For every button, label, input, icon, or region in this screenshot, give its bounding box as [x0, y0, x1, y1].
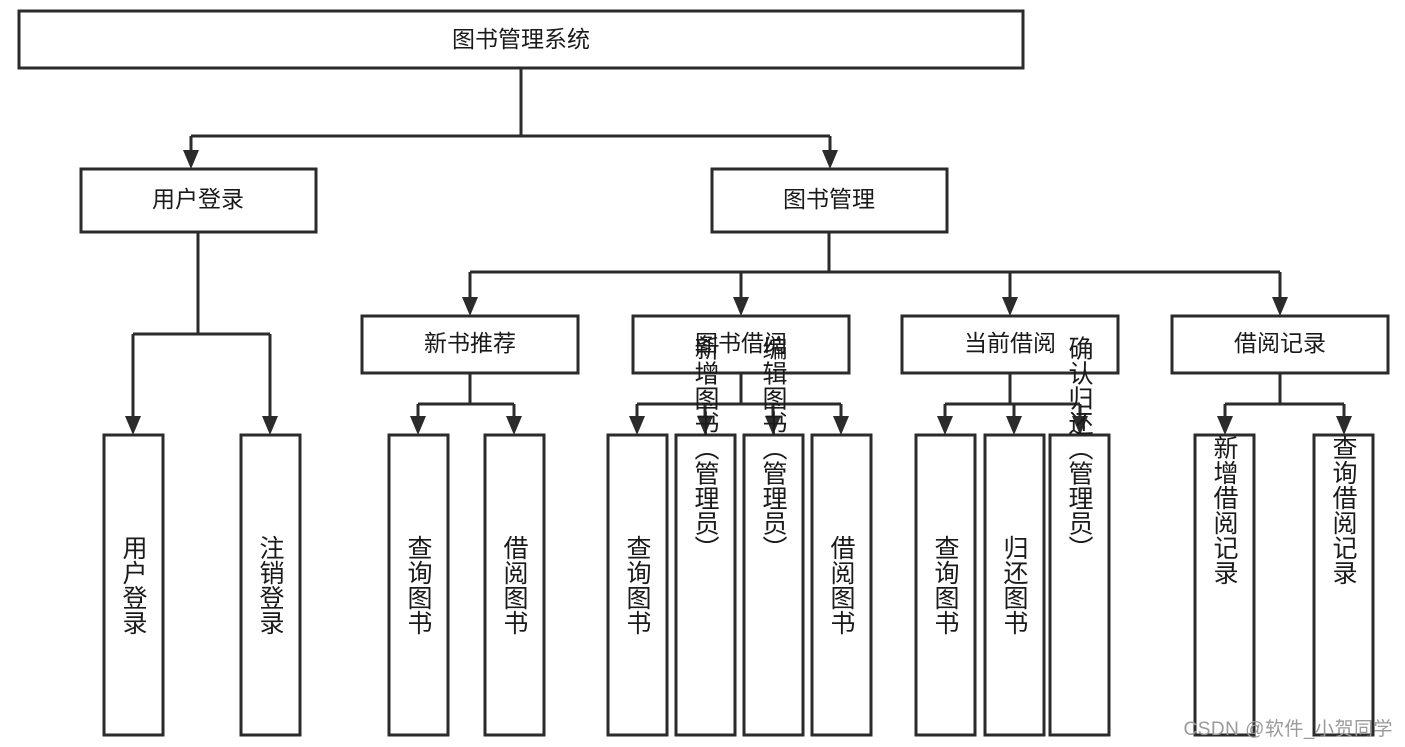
node-leaf-user-logout-label: 注销登录 [256, 535, 285, 635]
node-leaf-add-book-box[interactable] [674, 433, 737, 737]
node-book-borrow[interactable]: 图书借阅 [631, 314, 851, 375]
arrow-head-current-borrow [1002, 297, 1018, 316]
node-leaf-edit-book-box[interactable] [742, 433, 805, 737]
node-leaf-return-book-box[interactable] [983, 433, 1046, 737]
arrow-head-book-borrow [733, 297, 749, 316]
node-leaf-query-book-3-box[interactable] [914, 433, 977, 737]
node-borrow-record-box[interactable] [1170, 314, 1390, 375]
node-leaf-add-record-label: 新增借阅记录 [1210, 435, 1239, 585]
node-leaf-query-record[interactable]: 查询借阅记录 [1312, 433, 1375, 737]
node-leaf-add-record-box[interactable] [1193, 433, 1256, 737]
node-leaf-confirm-return-label: 确认归还（管理员） [1065, 336, 1094, 561]
node-leaf-borrow-book-2-label: 借阅图书 [827, 535, 856, 635]
arrow-head-leaf-confirm-return [1072, 416, 1088, 435]
arrow-head-user-login [183, 150, 199, 169]
node-leaf-edit-book[interactable]: 编辑图书（管理员） [742, 336, 805, 737]
node-book-management-label: 图书管理 [783, 186, 875, 212]
node-root[interactable]: 图书管理系统 [17, 9, 1025, 70]
node-book-management-box[interactable] [710, 167, 949, 234]
node-user-login-label: 用户登录 [152, 186, 244, 212]
node-book-borrow-box[interactable] [631, 314, 851, 375]
arrow-head-leaf-return-book [1006, 416, 1022, 435]
node-leaf-user-login[interactable]: 用户登录 [102, 433, 165, 737]
node-user-login-box[interactable] [79, 167, 318, 234]
arrow-head-leaf-query-book-2 [629, 416, 645, 435]
node-leaf-confirm-return-box[interactable] [1048, 433, 1111, 737]
node-leaf-borrow-book-2-box[interactable] [810, 433, 873, 737]
node-leaf-add-record[interactable]: 新增借阅记录 [1193, 433, 1256, 737]
arrow-head-leaf-edit-book [765, 416, 781, 435]
node-leaf-add-book[interactable]: 新增图书（管理员） [674, 336, 737, 737]
arrow-head-leaf-borrow-book-2 [833, 416, 849, 435]
node-leaf-query-book-1-label: 查询图书 [404, 535, 433, 635]
node-new-book-recommend[interactable]: 新书推荐 [360, 314, 580, 375]
node-leaf-query-book-2-box[interactable] [606, 433, 669, 737]
node-leaf-query-book-2[interactable]: 查询图书 [606, 433, 669, 737]
node-leaf-query-book-1-box[interactable] [387, 433, 450, 737]
node-borrow-record-label: 借阅记录 [1234, 330, 1326, 356]
arrow-head-leaf-user-logout [262, 416, 278, 435]
arrow-head-book-management [822, 150, 838, 169]
node-current-borrow-label: 当前借阅 [964, 330, 1056, 356]
node-leaf-confirm-return[interactable]: 确认归还（管理员） [1048, 336, 1111, 737]
arrow-head-borrow-record [1272, 297, 1288, 316]
arrow-head-leaf-borrow-book-1 [506, 416, 522, 435]
arrow-head-leaf-add-record [1217, 416, 1233, 435]
node-leaf-edit-book-label: 编辑图书（管理员） [759, 336, 788, 561]
node-leaf-borrow-book-1-box[interactable] [483, 433, 546, 737]
csdn-watermark: CSDN @软件_小贺同学 [1183, 719, 1393, 740]
node-leaf-user-login-box[interactable] [102, 433, 165, 737]
node-book-borrow-label: 图书借阅 [695, 330, 787, 356]
node-leaf-return-book[interactable]: 归还图书 [983, 433, 1046, 737]
node-new-book-recommend-box[interactable] [360, 314, 580, 375]
arrow-head-new-book-recommend [462, 297, 478, 316]
node-user-login[interactable]: 用户登录 [79, 167, 318, 234]
arrow-head-leaf-user-login [125, 416, 141, 435]
node-leaf-user-login-label: 用户登录 [119, 535, 148, 635]
node-leaf-user-logout-box[interactable] [239, 433, 302, 737]
node-book-management[interactable]: 图书管理 [710, 167, 949, 234]
node-current-borrow-box[interactable] [900, 314, 1120, 375]
node-new-book-recommend-label: 新书推荐 [424, 330, 516, 356]
node-leaf-query-book-2-label: 查询图书 [623, 535, 652, 635]
node-leaf-query-book-1[interactable]: 查询图书 [387, 433, 450, 737]
edge-layer [125, 68, 1352, 435]
node-root-box[interactable] [17, 9, 1025, 70]
arrow-head-leaf-add-book [697, 416, 713, 435]
node-leaf-add-book-label: 新增图书（管理员） [691, 336, 720, 561]
node-leaf-query-record-box[interactable] [1312, 433, 1375, 737]
node-root-label: 图书管理系统 [452, 26, 590, 52]
node-leaf-borrow-book-1-label: 借阅图书 [500, 535, 529, 635]
node-leaf-borrow-book-2[interactable]: 借阅图书 [810, 433, 873, 737]
node-leaf-user-logout[interactable]: 注销登录 [239, 433, 302, 737]
node-borrow-record[interactable]: 借阅记录 [1170, 314, 1390, 375]
arrow-head-leaf-query-record [1336, 416, 1352, 435]
node-leaf-query-book-3-label: 查询图书 [931, 535, 960, 635]
node-leaf-return-book-label: 归还图书 [1000, 535, 1029, 635]
arrow-head-leaf-query-book-1 [410, 416, 426, 435]
arrow-head-leaf-query-book-3 [937, 416, 953, 435]
node-leaf-query-book-3[interactable]: 查询图书 [914, 433, 977, 737]
node-leaf-borrow-book-1[interactable]: 借阅图书 [483, 433, 546, 737]
node-leaf-query-record-label: 查询借阅记录 [1329, 435, 1358, 585]
node-current-borrow[interactable]: 当前借阅 [900, 314, 1120, 375]
